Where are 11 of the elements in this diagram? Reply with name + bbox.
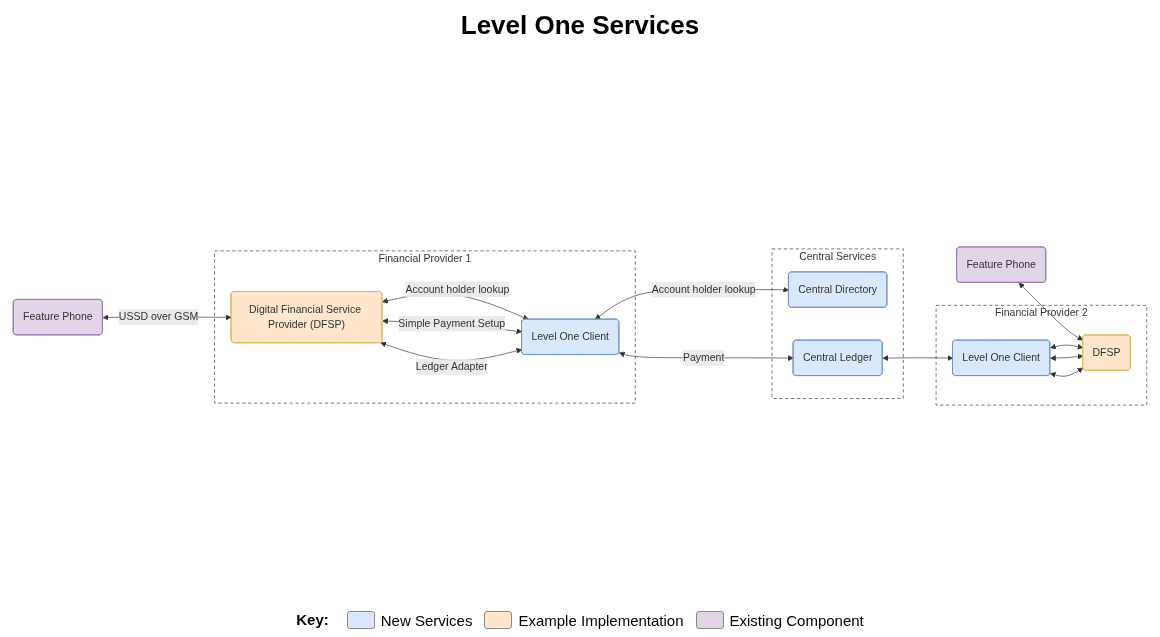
legend-text: New Services [380, 611, 473, 629]
edge-label: Ledger Adapter [415, 361, 488, 373]
diagram-title: Level One Services [460, 10, 700, 41]
legend-text: Existing Component [729, 611, 864, 629]
key-label: Key: [296, 611, 329, 628]
edge-label: Account holder lookup [651, 283, 756, 295]
edge-label: Simple Payment Setup [398, 317, 506, 329]
edge-label: USSD over GSM [118, 311, 199, 323]
edge-label: Account holder lookup [405, 283, 510, 295]
legend-text: Example Implementation [518, 611, 684, 629]
edge-label: Payment [682, 351, 725, 364]
